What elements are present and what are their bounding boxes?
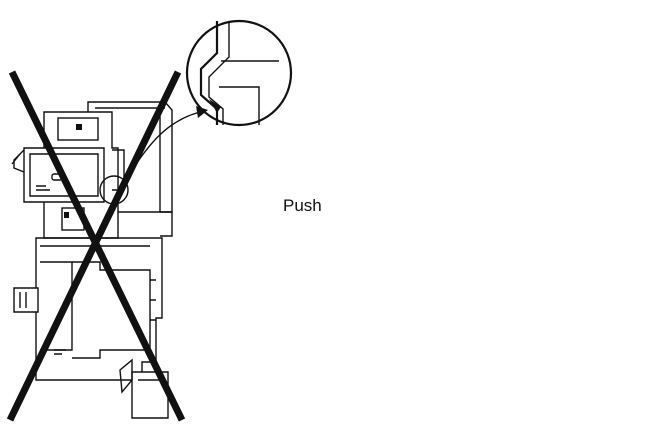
push-label: Push [283,196,322,215]
left-incorrect-device [6,19,293,422]
cross-out-icon [6,70,186,422]
